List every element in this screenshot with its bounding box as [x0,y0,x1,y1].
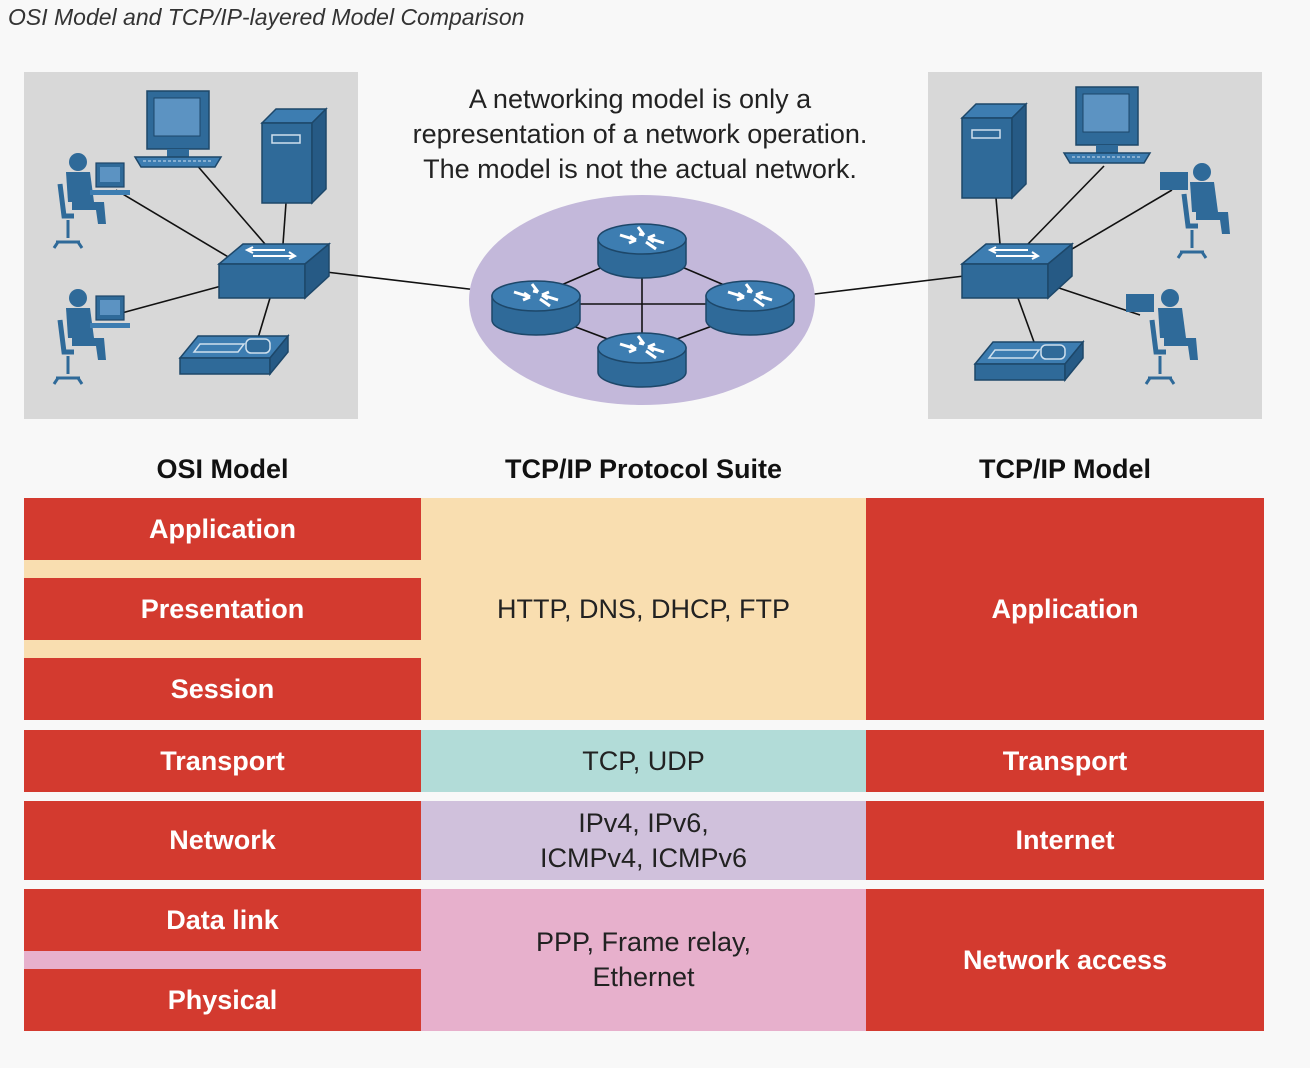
statement-line: The model is not the actual network. [423,154,857,184]
tcpip-layer-internet: Internet [866,801,1264,880]
router-icon-top [596,222,688,280]
left-switch-icon [218,243,330,299]
osi-layer-data-link: Data link [24,889,421,951]
tcpip-layer-application: Application [866,498,1264,720]
router-cloud [469,195,815,405]
left-phone-icon [179,335,289,375]
osi-layer-transport: Transport [24,730,421,792]
protocols-access-line: Ethernet [592,962,695,992]
router-icon-bottom [596,331,688,389]
protocols-application-text: HTTP, DNS, DHCP, FTP [496,593,791,624]
protocols-access-line: PPP, Frame relay, [535,927,752,957]
protocols-network-access: PPP, Frame relay, Ethernet [421,889,866,1031]
model-statement: A networking model is only a representat… [380,82,900,187]
router-icon-left [490,279,582,337]
osi-column-header: OSI Model [156,454,289,484]
figure-caption: OSI Model and TCP/IP-layered Model Compa… [8,4,525,30]
osi-layer-session: Session [24,658,421,720]
tcpip-layer-transport: Transport [866,730,1264,792]
network-illustration [24,72,1262,419]
right-user-icon-bottom [1126,289,1198,384]
statement-line: A networking model is only a [468,84,812,114]
protocols-transport: TCP, UDP [421,730,866,792]
protocols-transport-text: TCP, UDP [582,745,705,776]
left-server-icon [261,108,327,204]
statement-line: representation of a network operation. [412,119,868,149]
protocols-network-line: IPv4, IPv6, [578,807,709,838]
suite-column-header: TCP/IP Protocol Suite [504,454,783,484]
protocols-application: HTTP, DNS, DHCP, FTP [421,498,866,720]
router-icon-right [704,279,796,337]
protocols-network: IPv4, IPv6, ICMPv4, ICMPv6 [421,801,866,880]
osi-layer-network: Network [24,801,421,880]
protocols-network-line: ICMPv4, ICMPv6 [539,842,748,873]
osi-layer-presentation: Presentation [24,578,421,640]
tcpip-layer-network-access: Network access [866,889,1264,1031]
right-user-icon-top [1160,163,1230,258]
osi-layer-physical: Physical [24,969,421,1031]
right-phone-icon [974,341,1084,381]
right-server-icon [961,103,1027,199]
tcpip-column-header: TCP/IP Model [978,454,1152,484]
right-switch-icon [961,243,1073,299]
osi-layer-application: Application [24,498,421,560]
